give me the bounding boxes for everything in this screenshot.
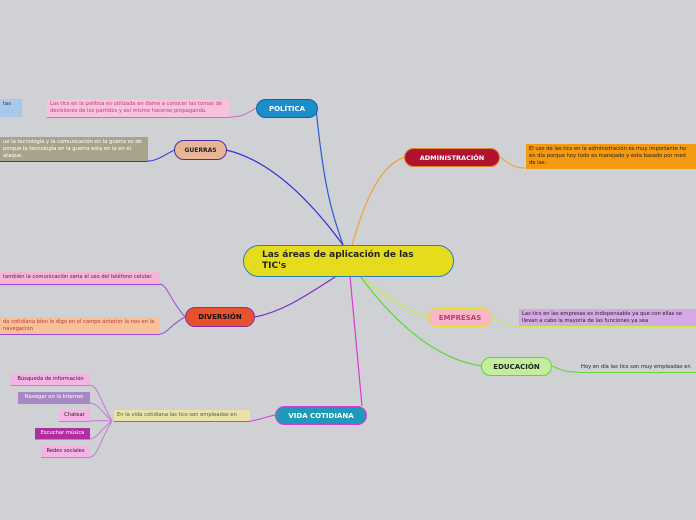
educacion-note[interactable]: Hoy en día las tics son muy empleadas en xyxy=(578,362,696,372)
branch-vida-cotidiana-label: VIDA COTIDIANA xyxy=(288,411,354,420)
diversion-note-1-underline xyxy=(0,284,160,285)
vida-item-redes-underline xyxy=(41,457,90,458)
vida-item-redes-text: Redes sociales xyxy=(46,448,85,454)
empresas-note[interactable]: Las tics en las empresas es indispensabl… xyxy=(519,309,696,326)
vida-item-navegar-underline xyxy=(18,403,90,404)
branch-politica-label: POLÍTICA xyxy=(268,104,306,113)
diversion-note-1[interactable]: también la comunicación seria el uso del… xyxy=(0,272,160,284)
empresas-note-underline xyxy=(519,326,696,327)
branch-guerras-label: GUERRAS xyxy=(184,146,217,154)
vida-item-navegar[interactable]: Navegar en la Internet xyxy=(18,392,90,403)
vida-item-musica[interactable]: Escuchar música xyxy=(35,428,90,439)
vida-item-chatear-underline xyxy=(59,421,90,422)
administracion-note-text: El uso de las tics en la administración … xyxy=(529,146,687,166)
diversion-note-2[interactable]: da cotidiana bien lo digo en el campo an… xyxy=(0,317,160,334)
vida-item-musica-text: Escuchar música xyxy=(40,430,85,436)
politica-edge-note-text: tas xyxy=(3,101,11,107)
vida-cotidiana-note-underline xyxy=(114,421,250,422)
politica-note[interactable]: Las tics en la política es utilizada en … xyxy=(47,99,230,117)
branch-educacion[interactable]: EDUCACIÓN xyxy=(481,357,552,376)
politica-note-underline xyxy=(47,117,230,118)
branch-administracion[interactable]: ADMINISTRACIÓN xyxy=(404,148,500,167)
central-topic[interactable]: Las áreas de aplicación de las TIC's xyxy=(243,245,454,277)
branch-administracion-label: ADMINISTRACIÓN xyxy=(419,153,485,162)
guerras-note-underline xyxy=(0,161,148,162)
branch-diversion[interactable]: DIVERSIÓN xyxy=(185,307,255,327)
vida-item-busqueda[interactable]: Búsqueda de información xyxy=(11,374,90,385)
vida-item-navegar-text: Navegar en la Internet xyxy=(24,394,84,400)
guerras-note[interactable]: ue la tecnología y la comunicación en la… xyxy=(0,137,148,161)
central-topic-title: Las áreas de aplicación de las TIC's xyxy=(262,249,414,271)
vida-item-chatear-text: Chatear xyxy=(64,412,85,418)
vida-item-busqueda-text: Búsqueda de información xyxy=(17,376,84,382)
educacion-note-underline xyxy=(578,372,696,373)
politica-note-text: Las tics en la política es utilizada en … xyxy=(50,101,223,114)
politica-edge-note[interactable]: tas xyxy=(0,99,22,117)
branch-diversion-label: DIVERSIÓN xyxy=(198,313,242,321)
vida-item-busqueda-underline xyxy=(11,385,90,386)
diversion-note-2-underline xyxy=(0,334,160,335)
vida-item-chatear[interactable]: Chatear xyxy=(59,410,90,421)
branch-politica[interactable]: POLÍTICA xyxy=(256,99,318,118)
empresas-note-text: Las tics en las empresas es indispensabl… xyxy=(522,311,682,324)
vida-cotidiana-note[interactable]: En la vida cotidiana las tics son emplea… xyxy=(114,410,250,421)
vida-item-redes[interactable]: Redes sociales xyxy=(41,446,90,457)
vida-item-musica-underline xyxy=(35,439,90,440)
educacion-note-text: Hoy en día las tics son muy empleadas en xyxy=(581,364,691,370)
branch-empresas-label: EMPRESAS xyxy=(438,313,482,322)
branch-vida-cotidiana[interactable]: VIDA COTIDIANA xyxy=(275,406,367,425)
guerras-note-text: ue la tecnología y la comunicación en la… xyxy=(3,139,142,159)
branch-guerras[interactable]: GUERRAS xyxy=(174,140,227,160)
vida-cotidiana-note-text: En la vida cotidiana las tics son emplea… xyxy=(117,412,237,418)
diversion-note-1-text: también la comunicación seria el uso del… xyxy=(3,274,153,280)
administracion-note[interactable]: El uso de las tics en la administración … xyxy=(526,144,696,169)
branch-educacion-label: EDUCACIÓN xyxy=(493,362,540,371)
diversion-note-2-text: da cotidiana bien lo digo en el campo an… xyxy=(3,319,155,332)
branch-empresas[interactable]: EMPRESAS xyxy=(428,308,492,327)
